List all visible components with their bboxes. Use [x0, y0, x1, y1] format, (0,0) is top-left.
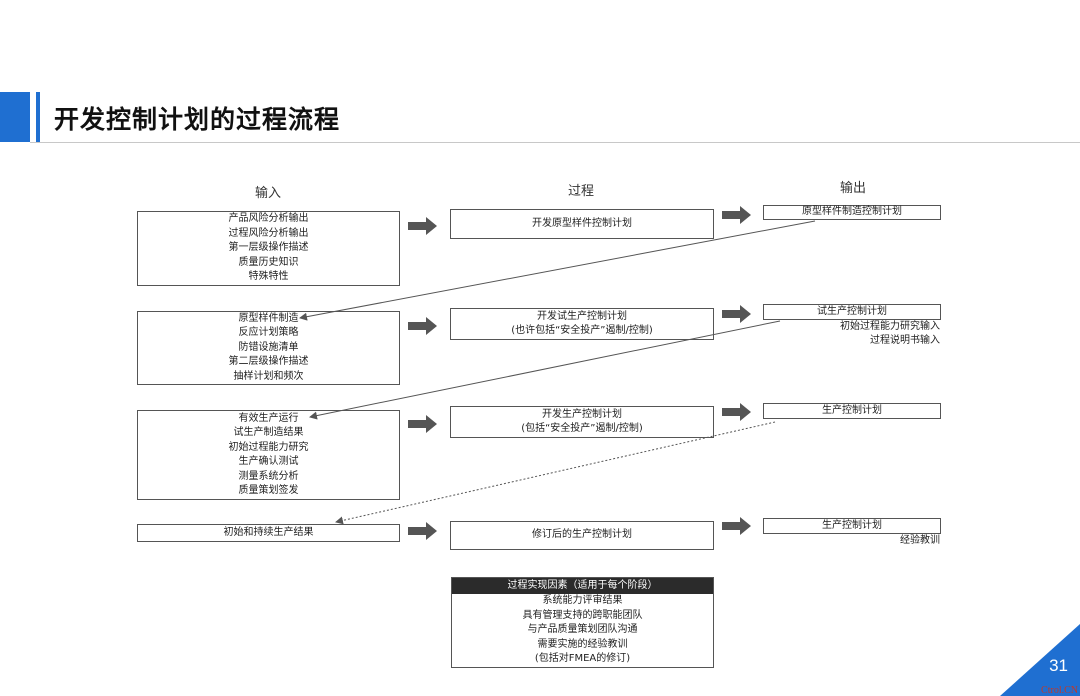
- title-accent-line: [36, 92, 40, 142]
- input-item: 抽样计划和频次: [233, 370, 304, 382]
- input-box-stage-2: 原型样件制造 反应计划策略 防错设施清单 第二层级操作描述 抽样计划和频次: [137, 311, 400, 385]
- factor-item: 与产品质量策划团队沟通: [527, 624, 638, 635]
- process-box-stage-3: 开发生产控制计划 (包括“安全投产”遏制/控制): [450, 406, 714, 438]
- input-item: 第二层级操作描述: [228, 356, 309, 368]
- process-factors-box: 过程实现因素（适用于每个阶段） 系统能力评审结果 具有管理支持的跨职能团队 与产…: [451, 577, 714, 668]
- feedback-arrow: [299, 220, 816, 321]
- input-item: 特殊特性: [248, 271, 289, 283]
- process-factors-header: 过程实现因素（适用于每个阶段）: [452, 578, 713, 594]
- output-label: 生产控制计划: [822, 519, 882, 531]
- input-box-stage-1: 产品风险分析输出 过程风险分析输出 第一层级操作描述 质量历史知识 特殊特性: [137, 211, 400, 286]
- factor-item: 需要实施的经验教训: [537, 638, 628, 650]
- output-note: 经验教训: [900, 535, 940, 546]
- feedback-arrow: [335, 421, 776, 525]
- input-item: 测量系统分析: [238, 470, 299, 482]
- feedback-arrow: [309, 320, 781, 420]
- input-box-stage-3: 有效生产运行 试生产制造结果 初始过程能力研究 生产确认测试 测量系统分析 质量…: [137, 410, 400, 500]
- right-arrow-icon: [722, 206, 751, 224]
- right-arrow-icon: [408, 317, 437, 335]
- right-arrow-icon: [722, 305, 751, 323]
- output-box-stage-1: 原型样件制造控制计划: [763, 205, 941, 220]
- input-item: 过程风险分析输出: [228, 227, 309, 239]
- output-box-stage-2: 试生产控制计划: [763, 304, 941, 320]
- page-corner-triangle: [1000, 624, 1080, 696]
- output-label: 试生产控制计划: [817, 305, 887, 317]
- column-header-input: 输入: [255, 186, 282, 201]
- process-box-stage-4: 修订后的生产控制计划: [450, 521, 714, 550]
- input-item: 初始和持续生产结果: [223, 526, 314, 538]
- right-arrow-icon: [408, 217, 437, 235]
- process-box-stage-2: 开发试生产控制计划 (也许包括“安全投产”遏制/控制): [450, 308, 714, 340]
- input-item: 第一层级操作描述: [228, 242, 309, 254]
- process-item: 开发原型样件控制计划: [532, 217, 632, 229]
- input-item: 反应计划策略: [238, 327, 299, 339]
- process-box-stage-1: 开发原型样件控制计划: [450, 209, 714, 239]
- process-item: 修订后的生产控制计划: [532, 529, 632, 541]
- factor-item: 具有管理支持的跨职能团队: [522, 609, 643, 621]
- column-header-process: 过程: [568, 184, 595, 199]
- input-box-stage-4: 初始和持续生产结果: [137, 524, 400, 542]
- input-item: 试生产制造结果: [233, 427, 304, 438]
- output-label: 原型样件制造控制计划: [802, 206, 902, 218]
- page-number: 31: [1049, 656, 1068, 675]
- input-item: 初始过程能力研究: [228, 441, 309, 453]
- input-item: 防错设施清单: [238, 341, 299, 353]
- process-item: (也许包括“安全投产”遏制/控制): [511, 325, 653, 336]
- process-item: 开发生产控制计划: [542, 408, 622, 420]
- page-title: 开发控制计划的过程流程: [54, 105, 341, 134]
- column-header-output: 输出: [840, 181, 867, 196]
- title-accent-bar: [0, 92, 30, 142]
- factor-item: 系统能力评审结果: [542, 595, 623, 606]
- title-divider: [30, 142, 1080, 143]
- input-item: 质量策划签发: [238, 485, 299, 496]
- right-arrow-icon: [408, 415, 437, 433]
- watermark: Ctrol.CN: [1041, 685, 1078, 696]
- output-notes-stage-4: 经验教训: [900, 534, 940, 548]
- input-item: 生产确认测试: [238, 456, 299, 467]
- output-note: 过程说明书输入: [870, 335, 940, 346]
- input-item: 有效生产运行: [238, 412, 299, 424]
- right-arrow-icon: [722, 403, 751, 421]
- right-arrow-icon: [722, 517, 751, 535]
- right-arrow-icon: [408, 522, 437, 540]
- process-item: 开发试生产控制计划: [537, 310, 627, 322]
- input-item: 产品风险分析输出: [228, 213, 309, 225]
- input-item: 原型样件制造: [238, 312, 299, 324]
- input-item: 质量历史知识: [238, 256, 299, 268]
- output-label: 生产控制计划: [822, 404, 882, 416]
- factor-item: (包括对FMEA的修订): [534, 653, 631, 664]
- output-box-stage-3: 生产控制计划: [763, 403, 941, 419]
- output-notes-stage-2: 初始过程能力研究输入 过程说明书输入: [840, 320, 940, 348]
- process-item: (包括“安全投产”遏制/控制): [521, 423, 643, 434]
- output-note: 初始过程能力研究输入: [840, 321, 940, 332]
- output-box-stage-4: 生产控制计划: [763, 518, 941, 534]
